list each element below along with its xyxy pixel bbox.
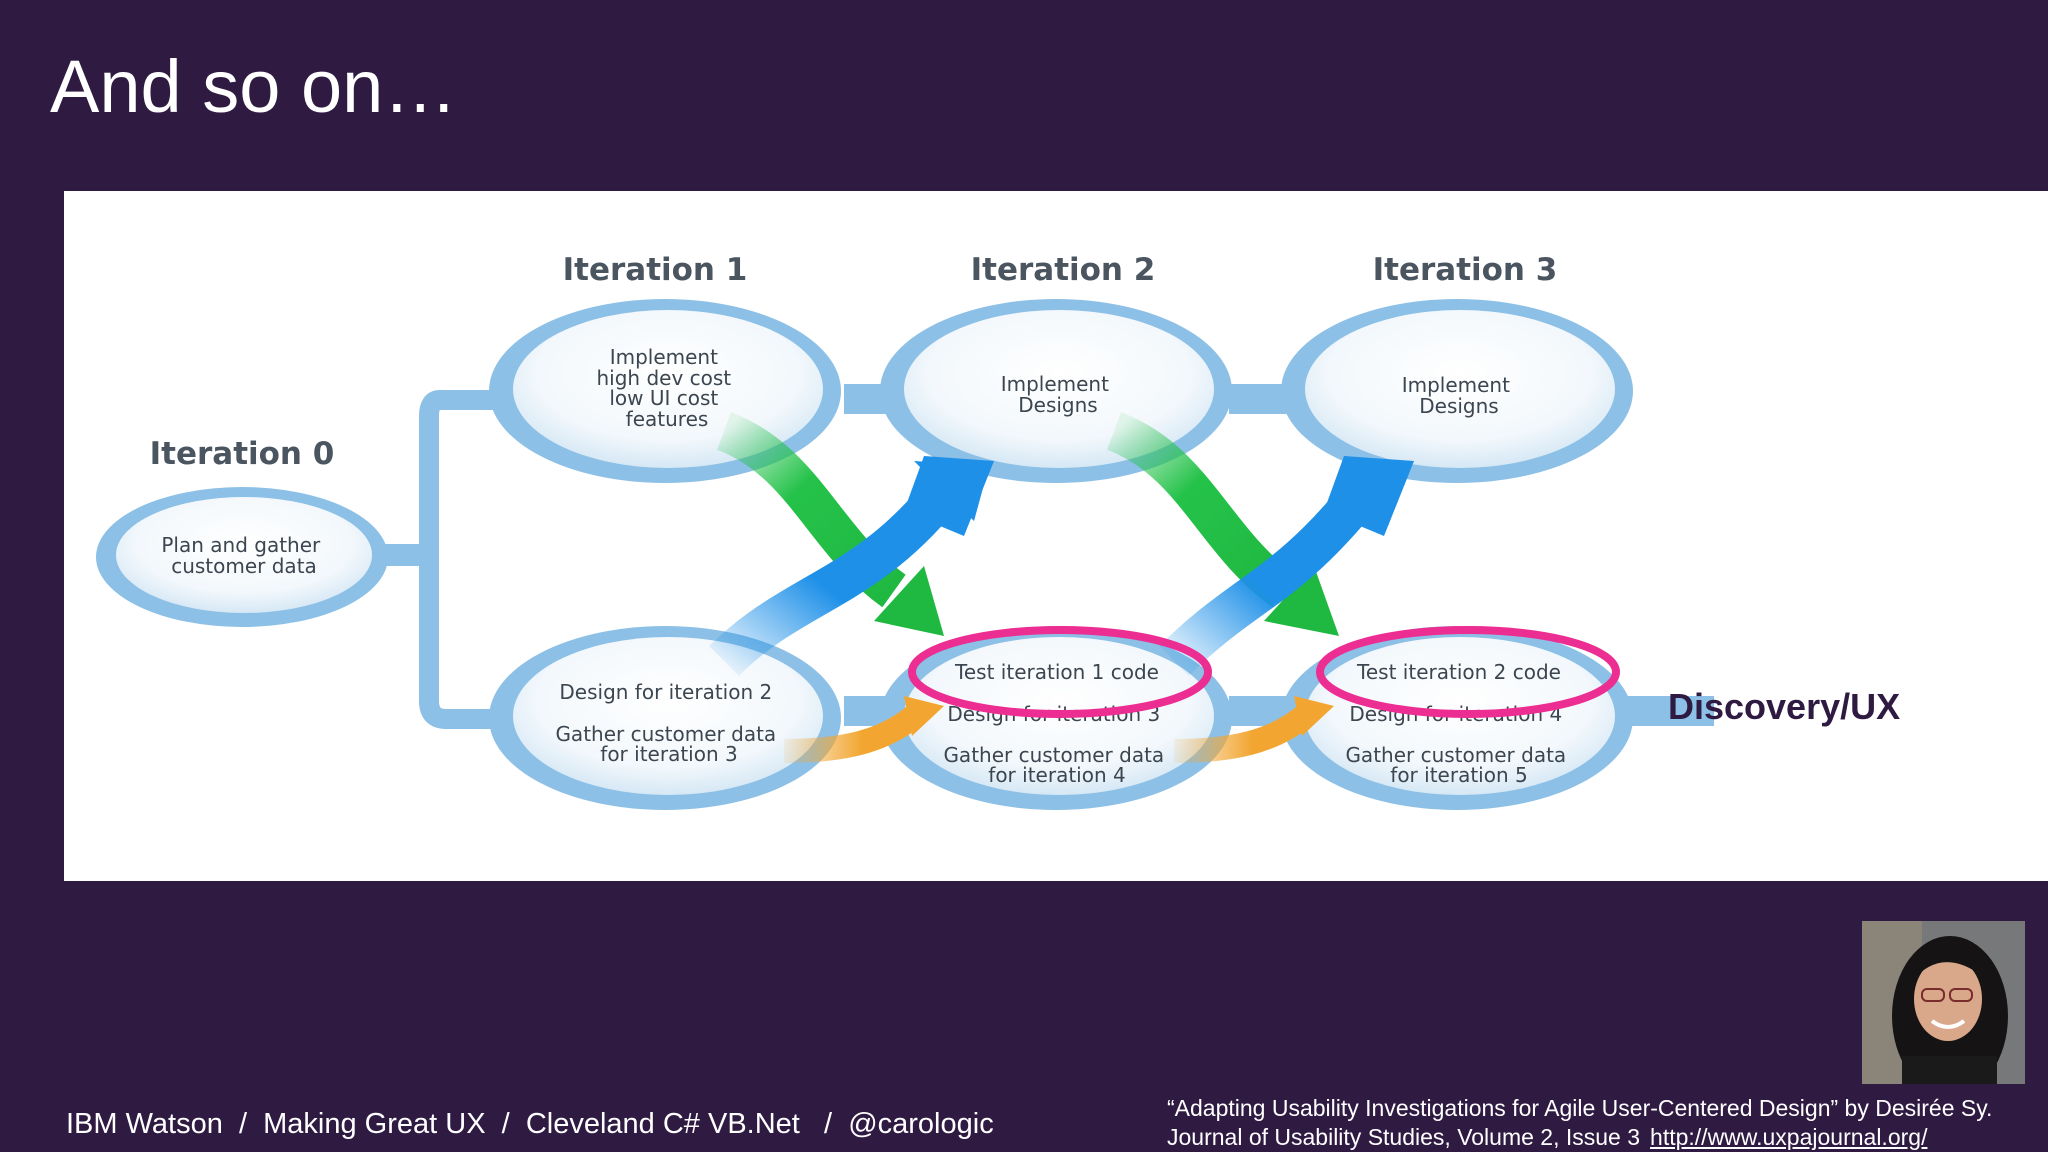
iteration-0-label: Iteration 0: [150, 436, 335, 472]
citation-journal: Journal of Usability Studies, Volume 2, …: [1167, 1124, 1641, 1150]
slide-title: And so on…: [50, 45, 458, 128]
iteration-1-label: Iteration 1: [563, 252, 748, 288]
footer-credits: IBM Watson / Making Great UX / Cleveland…: [66, 1108, 994, 1140]
citation-line-1: “Adapting Usability Investigations for A…: [1167, 1095, 1993, 1121]
iteration-2-label: Iteration 2: [971, 252, 1156, 288]
speaker-avatar: [1862, 921, 2025, 1084]
node-iteration-3-top: [1281, 299, 1633, 483]
citation-line-2: Journal of Usability Studies, Volume 2, …: [1167, 1123, 1992, 1152]
highlight-circle-test-1: [908, 626, 1212, 718]
blue-arrow-2: [1159, 456, 1414, 676]
orange-arrow-2: [1173, 696, 1334, 763]
diagram-canvas: Iteration 0 Iteration 1 Iteration 2 Iter…: [96, 252, 1814, 810]
node-iteration-2-bottom: [880, 626, 1232, 810]
citation: “Adapting Usability Investigations for A…: [1167, 1094, 1992, 1152]
node-iteration-3-bottom-text: Design for iteration 4 Gather customer d…: [1345, 702, 1572, 787]
iteration-3-label: Iteration 3: [1373, 252, 1558, 288]
node-iteration-0: [96, 487, 388, 627]
agile-iteration-diagram: Iteration 0 Iteration 1 Iteration 2 Iter…: [64, 191, 2048, 881]
node-iteration-0-text: Plan and gather customer data: [161, 533, 326, 578]
test-iteration-1-label: Test iteration 1 code: [954, 660, 1159, 684]
orange-arrow-1: [783, 696, 944, 763]
track-lines: [354, 384, 1814, 729]
highlight-circle-test-2: [1316, 626, 1620, 718]
citation-link[interactable]: http://www.uxpajournal.org/: [1650, 1124, 1928, 1150]
discovery-ux-label: Discovery/UX: [1668, 686, 1901, 727]
test-iteration-2-label: Test iteration 2 code: [1356, 660, 1561, 684]
node-iteration-3-top-text: Implement Designs: [1402, 373, 1517, 418]
blue-arrow-1: [709, 456, 994, 677]
node-iteration-1-bottom-text: Design for iteration 2 Gather customer d…: [555, 680, 782, 766]
node-iteration-2-top-text: Implement Designs: [1001, 372, 1116, 417]
node-iteration-1-bottom: [489, 626, 841, 810]
node-iteration-1-top-text: Implement high dev cost low UI cost feat…: [596, 345, 737, 431]
